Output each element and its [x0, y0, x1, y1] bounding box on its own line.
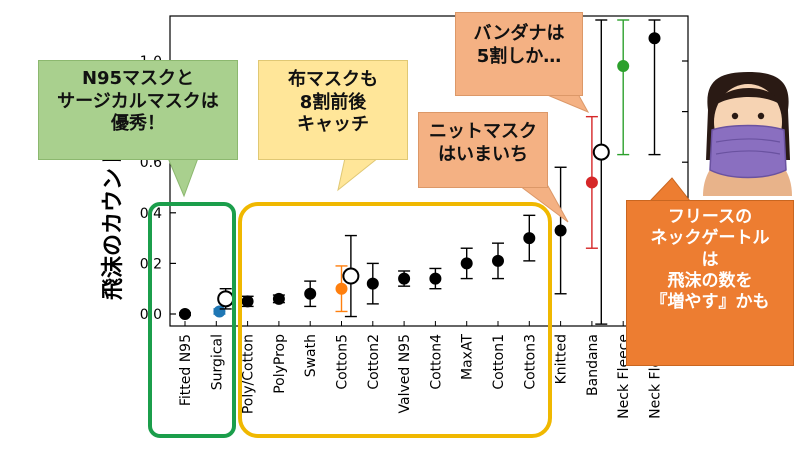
person-eye: [757, 112, 765, 120]
data-point: [272, 292, 285, 305]
callout-knitted: ニットマスク はいまいち: [418, 112, 548, 188]
callout-line: キャッチ: [297, 114, 369, 135]
data-point: [335, 282, 348, 295]
data-point: [398, 272, 411, 285]
data-point: [617, 60, 630, 73]
x-tick-label: Surgical: [209, 334, 225, 390]
callout-line: バンダナは: [473, 23, 565, 44]
data-point-open: [342, 267, 360, 285]
data-point-open: [592, 143, 610, 161]
person-eye: [731, 112, 739, 120]
group-box-medical: [148, 202, 236, 438]
x-tick-label: Cotton5: [335, 334, 351, 390]
masked-person-icon: [703, 72, 792, 196]
group-boxes: [148, 202, 552, 438]
data-point: [213, 305, 226, 318]
callout-line: 優秀！: [111, 113, 165, 134]
data-point: [585, 176, 598, 189]
data-point: [460, 257, 473, 270]
x-tick-label: Cotton1: [491, 334, 507, 390]
group-box-cloth: [238, 202, 552, 438]
data-point: [554, 224, 567, 237]
x-tick-label: Cotton3: [522, 334, 538, 390]
callout-line: は: [701, 249, 719, 270]
x-tick-labels: Fitted N95 Surgical Poly/Cotton PolyProp Swa…: [178, 321, 664, 419]
data-point: [179, 308, 191, 320]
data-points: [179, 19, 661, 325]
x-tick-label: MaxAT: [460, 334, 476, 380]
callout-line: サージカルマスクは: [57, 90, 219, 112]
callout-line: 『増やす』かも: [650, 292, 770, 312]
data-point: [648, 32, 661, 45]
axes: [169, 15, 689, 327]
x-tick-label: Cotton4: [428, 334, 444, 390]
x-tick-label: PolyProp: [272, 334, 288, 394]
data-point-open: [217, 290, 235, 308]
person-bangs: [714, 88, 782, 106]
callout-line: フリースの: [667, 207, 753, 227]
x-tick-label: Poly/Cotton: [241, 334, 257, 414]
callout-line: ネックゲートル: [650, 228, 770, 249]
data-point: [304, 287, 317, 300]
data-point: [523, 232, 536, 245]
callout-pointers: [167, 93, 692, 223]
data-point: [366, 277, 379, 290]
callout-line: はいまいち: [438, 143, 528, 165]
plot-frame: [169, 15, 689, 327]
callout-line: N95マスクと: [81, 68, 195, 89]
callout-line: ニットマスク: [429, 121, 537, 142]
data-point: [492, 254, 504, 267]
y-axis-label: 飛沫のカウント: [101, 146, 126, 300]
callout-fleece: フリースの ネックゲートル は 飛沫の数を 『増やす』かも: [626, 200, 794, 366]
x-tick-label: Swath: [303, 334, 319, 377]
data-point: [241, 295, 254, 308]
callout-cloth-mask: 布マスクも 8割前後 キャッチ: [258, 60, 408, 160]
pointer-green: [167, 157, 199, 198]
x-tick-label: Cotton2: [366, 334, 382, 390]
x-tick-label: Bandana: [585, 334, 601, 396]
x-tick-label: Valved N95: [397, 334, 413, 413]
callout-line: 5割しか…: [476, 45, 562, 67]
pointer-yellow: [337, 157, 380, 192]
callout-line: 布マスクも: [288, 69, 378, 90]
callout-bandana: バンダナは 5割しか…: [455, 12, 583, 96]
x-tick-label: Knitted: [554, 334, 570, 384]
x-tick-label: Fitted N95: [178, 334, 194, 406]
callout-n95-surgical: N95マスクと サージカルマスクは 優秀！: [38, 60, 238, 160]
pointer-orange: [648, 177, 692, 202]
gaiter-fold: [715, 138, 781, 155]
callout-line: 8割前後: [299, 91, 367, 113]
pointer-pink1: [544, 93, 590, 114]
callout-line: 飛沫の数を: [667, 270, 753, 291]
data-point: [429, 272, 442, 285]
